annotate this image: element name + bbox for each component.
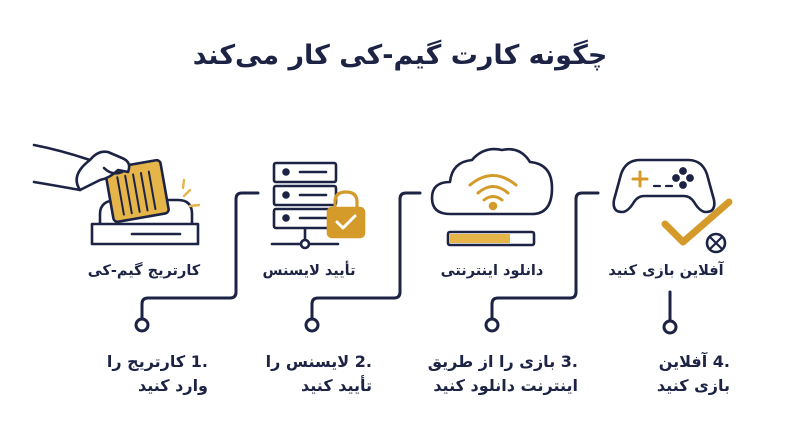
step-2: .2 لایسنس را تأیید کنید (262, 350, 372, 398)
connector-dot-2 (304, 317, 320, 333)
connector-1 (140, 191, 260, 320)
step-text: آفلاین بازی کنید (656, 352, 730, 395)
stage-label-cartridge: کارتریج گیم-کی (87, 263, 201, 279)
step-number: .1 (190, 352, 208, 371)
stage-label-license: تأیید لایسنس (262, 263, 356, 279)
gamepad-check-icon (612, 158, 733, 254)
connector-dot-3 (484, 317, 500, 333)
server-lock-icon (270, 161, 366, 250)
stage-label-download: دانلود اینترنتی (440, 263, 544, 279)
stage-label-offline: آفلاین بازی کنید (608, 263, 724, 279)
page-title: چگونه کارت گیم-کی کار می‌کند (192, 40, 608, 71)
connector-dot-4 (662, 319, 678, 335)
step-text: کارتریج را وارد کنید (106, 352, 208, 395)
step-number: .3 (560, 352, 578, 371)
connector-2 (310, 191, 422, 320)
step-3: .3 بازی را از طریق اینترنت دانلود کنید (418, 350, 578, 398)
step-text: لایسنس را تأیید کنید (265, 352, 372, 395)
cloud-wifi-download-icon (430, 147, 554, 247)
connector-dot-1 (134, 317, 150, 333)
step-number: .2 (354, 352, 372, 371)
cartridge-reader-icon (32, 143, 201, 246)
step-number: .4 (712, 352, 730, 371)
step-text: بازی را از طریق اینترنت دانلود کنید (427, 352, 578, 395)
connector-3 (490, 191, 600, 320)
step-4: .4 آفلاین بازی کنید (630, 350, 730, 398)
step-1: .1 کارتریج را وارد کنید (88, 350, 208, 398)
